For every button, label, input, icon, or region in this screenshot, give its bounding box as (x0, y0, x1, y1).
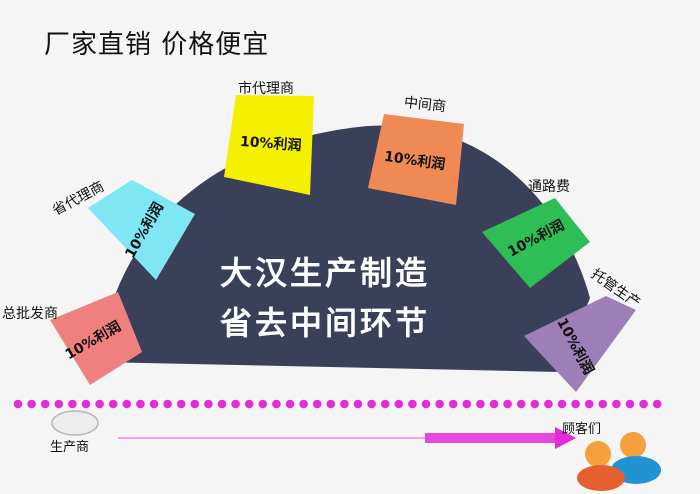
page-title: 厂家直销 价格便宜 (44, 30, 270, 60)
dot (13, 399, 23, 409)
dot (408, 399, 417, 409)
dot (54, 399, 64, 409)
customers-icon (577, 432, 661, 491)
dot (625, 399, 635, 409)
dot (136, 399, 145, 409)
label-city-agent: 市代理商 (238, 81, 294, 97)
dot (122, 399, 132, 409)
dot (516, 399, 526, 409)
dot (149, 399, 159, 409)
label-channel-fee: 通路费 (528, 179, 570, 195)
card-channel-fee (482, 198, 590, 288)
customer-label: 顾客们 (562, 422, 602, 437)
dot (544, 399, 553, 409)
dot (95, 399, 104, 409)
profit-city-agent: 10%利润 (239, 133, 302, 155)
dot (340, 399, 349, 409)
dot (244, 399, 254, 409)
dot (380, 399, 390, 409)
dot (530, 399, 540, 409)
card-city-agent (224, 95, 314, 195)
dot (299, 399, 308, 409)
dot (421, 399, 431, 409)
dot (163, 399, 172, 409)
dot (285, 399, 295, 409)
center-line-1: 大汉生产制造 (220, 254, 431, 292)
card-managed-production (524, 296, 636, 392)
dot (40, 399, 50, 409)
center-line-2: 省去中间环节 (220, 304, 431, 342)
dot (557, 399, 567, 409)
dot (584, 399, 594, 409)
dot (81, 399, 91, 409)
dot (367, 399, 376, 409)
dot (462, 399, 472, 409)
dot (435, 399, 444, 409)
card-wholesaler (50, 292, 142, 385)
dot (272, 399, 281, 409)
dot (489, 399, 499, 409)
dot (394, 399, 404, 409)
dot (612, 399, 621, 409)
dot (204, 399, 213, 409)
producer-label: 生产商 (50, 440, 90, 455)
dot (598, 399, 608, 409)
card-middleman (368, 114, 464, 205)
dot (108, 399, 118, 409)
dot (217, 399, 227, 409)
dot (503, 399, 512, 409)
dot (353, 399, 363, 409)
dot (448, 399, 458, 409)
label-wholesaler: 总批发商 (2, 306, 58, 322)
dot (258, 399, 268, 409)
dot (231, 399, 240, 409)
dotted-line (13, 399, 662, 409)
dot (476, 399, 485, 409)
dot (68, 399, 77, 409)
dot (27, 399, 36, 409)
card-provincial-agent (88, 180, 195, 280)
label-middleman: 中间商 (403, 94, 447, 116)
dot (312, 399, 322, 409)
producer-icon (51, 410, 99, 436)
flow-arrow (118, 427, 576, 449)
dot (639, 399, 648, 409)
dot (571, 399, 580, 409)
dot (326, 399, 336, 409)
dot (190, 399, 200, 409)
dome-shape (100, 125, 590, 372)
dot (652, 399, 662, 409)
dot (176, 399, 186, 409)
